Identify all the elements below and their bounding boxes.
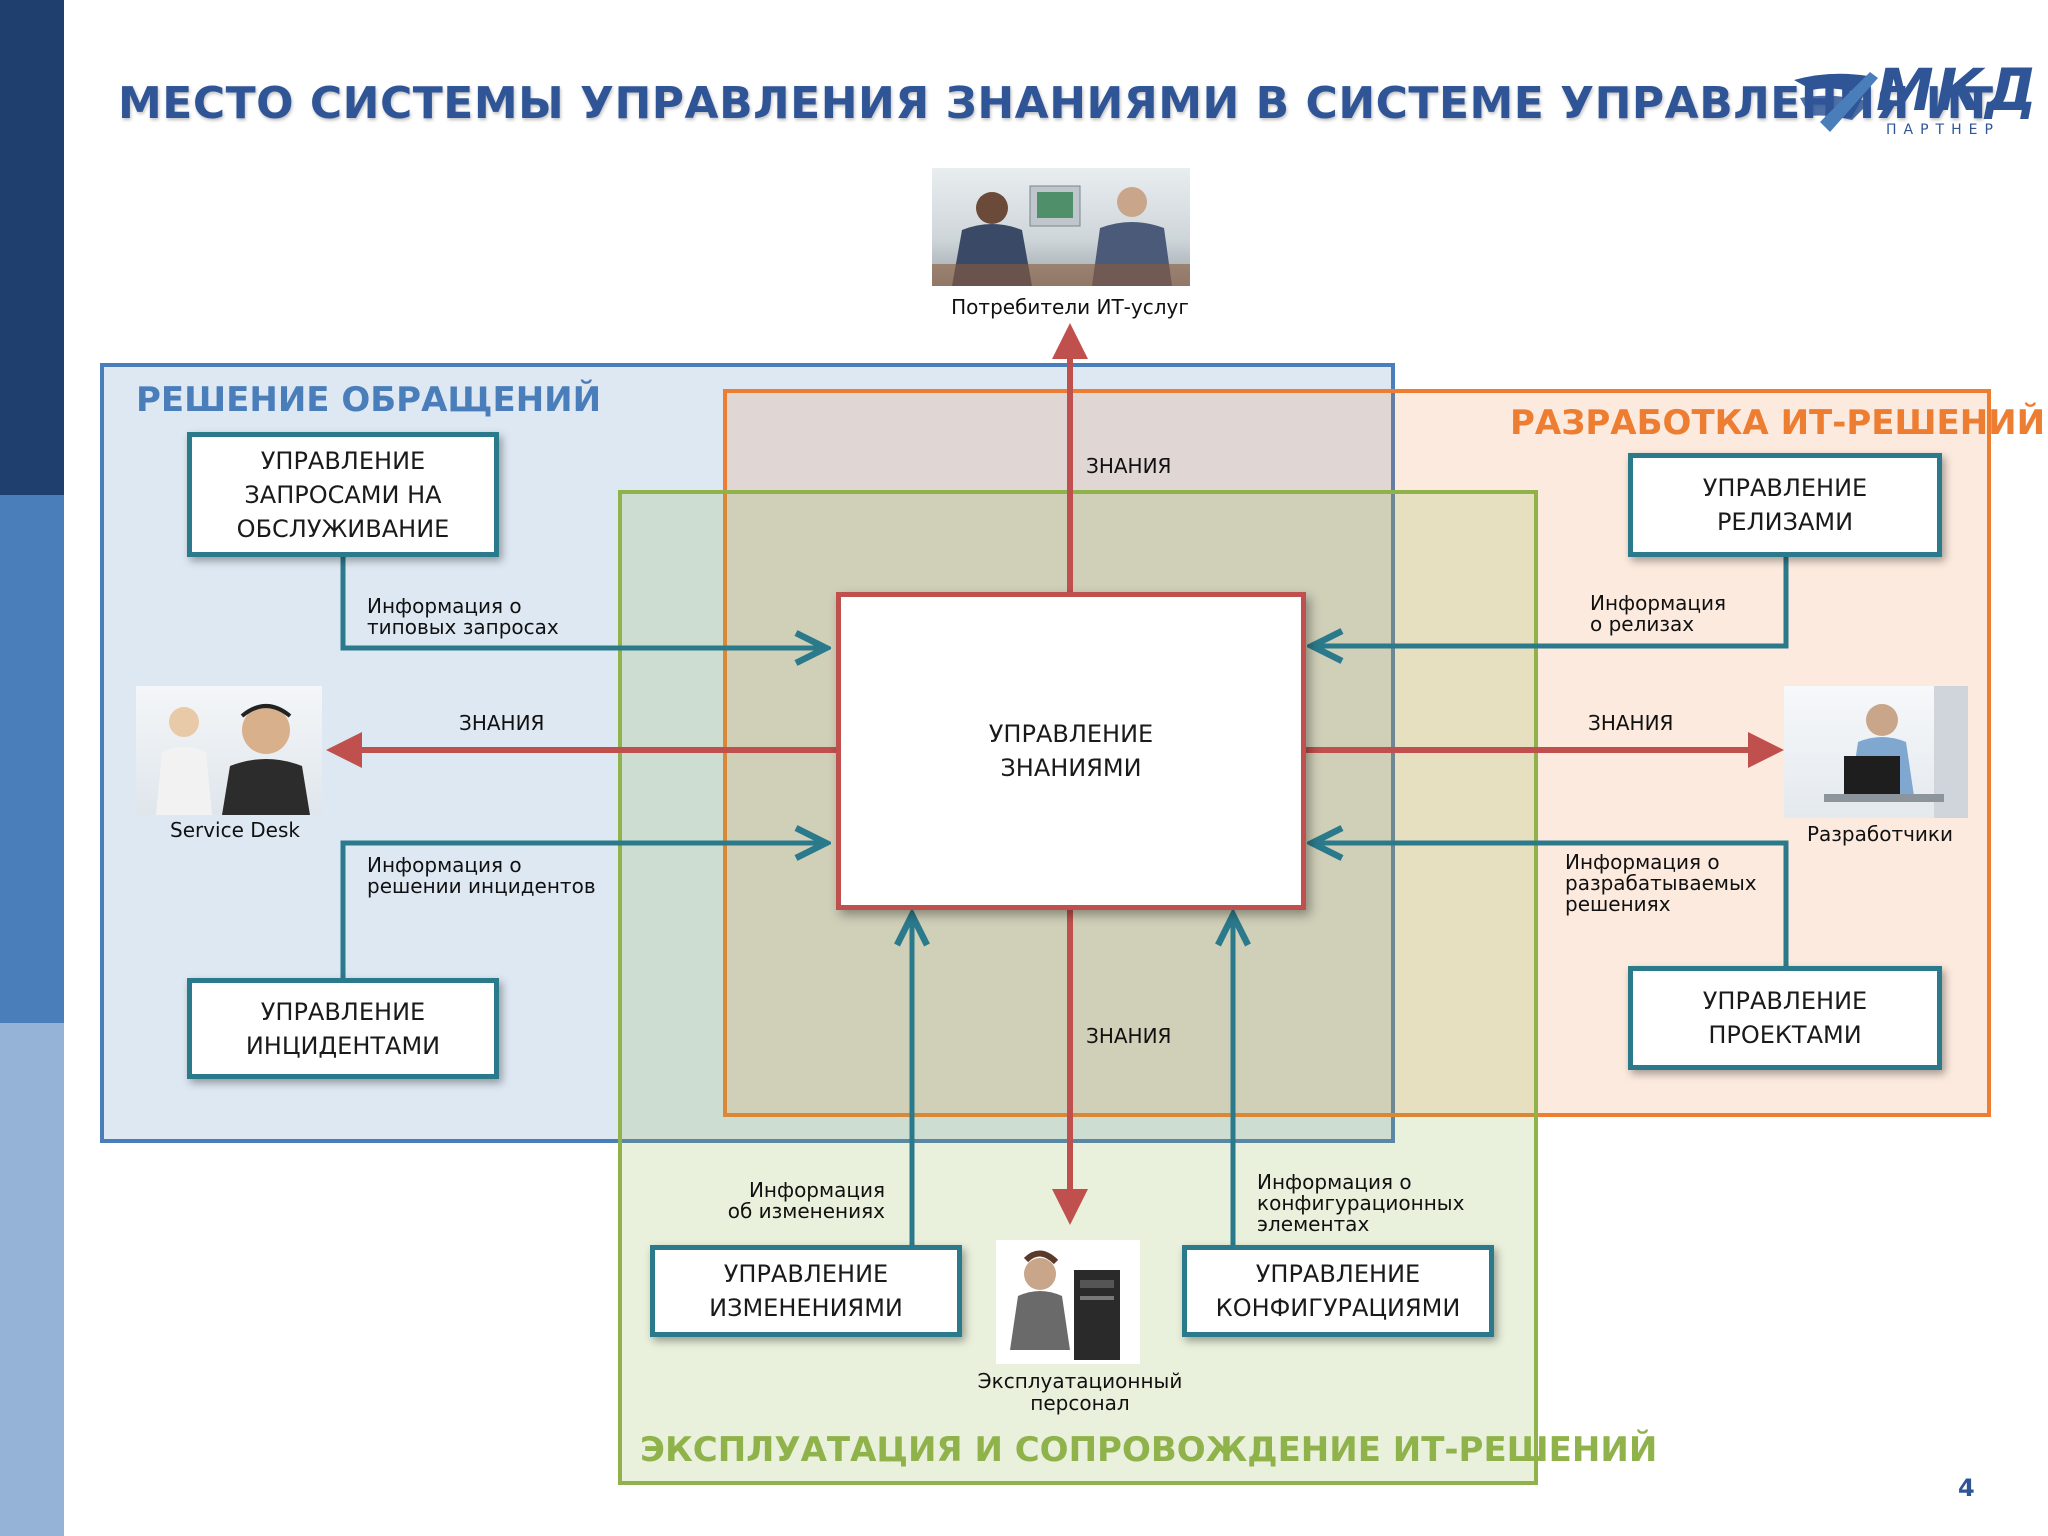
info-label-typical-requests: Информация о типовых запросах: [367, 594, 559, 639]
info-label-changes: Информация об изменениях: [727, 1178, 885, 1223]
release-management-box: УПРАВЛЕНИЕ РЕЛИЗАМИ: [1628, 453, 1942, 557]
info-arrow-releases: [1312, 557, 1789, 646]
change-management-box: УПРАВЛЕНИЕ ИЗМЕНЕНИЯМИ: [650, 1245, 962, 1337]
consumers-photo: [932, 168, 1190, 286]
consumers-caption: Потребители ИТ-услуг: [951, 295, 1189, 319]
sidebar-stripe-top: [0, 0, 64, 495]
knowledge-label-left: ЗНАНИЯ: [459, 711, 545, 735]
info-arrow-incidents: [340, 843, 826, 978]
page-number: 4: [1958, 1474, 1975, 1502]
sidebar-stripe-middle: [0, 495, 64, 1023]
knowledge-management-box: УПРАВЛЕНИЕ ЗНАНИЯМИ: [836, 592, 1306, 910]
info-label-developed-solutions: Информация о разрабатываемых решениях: [1565, 850, 1757, 916]
sidebar-stripe-bottom: [0, 1023, 64, 1536]
region-it-operations-title: ЭКСПЛУАТАЦИЯ И СОПРОВОЖДЕНИЕ ИТ-РЕШЕНИЙ: [640, 1430, 1658, 1470]
region-it-development-title: РАЗРАБОТКА ИТ-РЕШЕНИЙ: [1510, 403, 2046, 443]
request-management-box: УПРАВЛЕНИЕ ЗАПРОСАМИ НА ОБСЛУЖИВАНИЕ: [187, 432, 499, 557]
developers-caption: Разработчики: [1806, 822, 1953, 846]
incident-management-box: УПРАВЛЕНИЕ ИНЦИДЕНТАМИ: [187, 978, 499, 1079]
operations-staff-photo: [996, 1240, 1140, 1364]
region-incident-resolution-title: РЕШЕНИЕ ОБРАЩЕНИЙ: [136, 380, 602, 420]
knowledge-label-right: ЗНАНИЯ: [1588, 711, 1674, 735]
knowledge-label-top: ЗНАНИЯ: [1086, 454, 1172, 478]
logo-sub-text: ПАРТНЕР: [1886, 122, 2000, 138]
service-desk-caption: Service Desk: [170, 818, 300, 842]
info-label-releases: Информация о релизах: [1590, 591, 1727, 636]
logo-brand-text: МКД: [1876, 56, 2039, 124]
configuration-management-box: УПРАВЛЕНИЕ КОНФИГУРАЦИЯМИ: [1182, 1245, 1494, 1337]
developers-photo: [1784, 686, 1968, 818]
operations-staff-caption: Эксплуатационный персонал: [977, 1369, 1183, 1415]
project-management-box: УПРАВЛЕНИЕ ПРОЕКТАМИ: [1628, 966, 1942, 1070]
info-arrow-projects: [1312, 843, 1789, 966]
knowledge-label-bottom: ЗНАНИЯ: [1086, 1024, 1172, 1048]
info-label-config-items: Информация о конфигурационных элементах: [1257, 1170, 1465, 1236]
service-desk-photo: [136, 686, 322, 815]
info-label-incident-solutions: Информация о решении инцидентов: [367, 853, 596, 898]
slide-title: МЕСТО СИСТЕМЫ УПРАВЛЕНИЯ ЗНАНИЯМИ В СИСТ…: [118, 78, 1994, 129]
company-logo: МКД ПАРТНЕР: [1790, 56, 2037, 146]
info-arrow-requests: [340, 557, 826, 648]
